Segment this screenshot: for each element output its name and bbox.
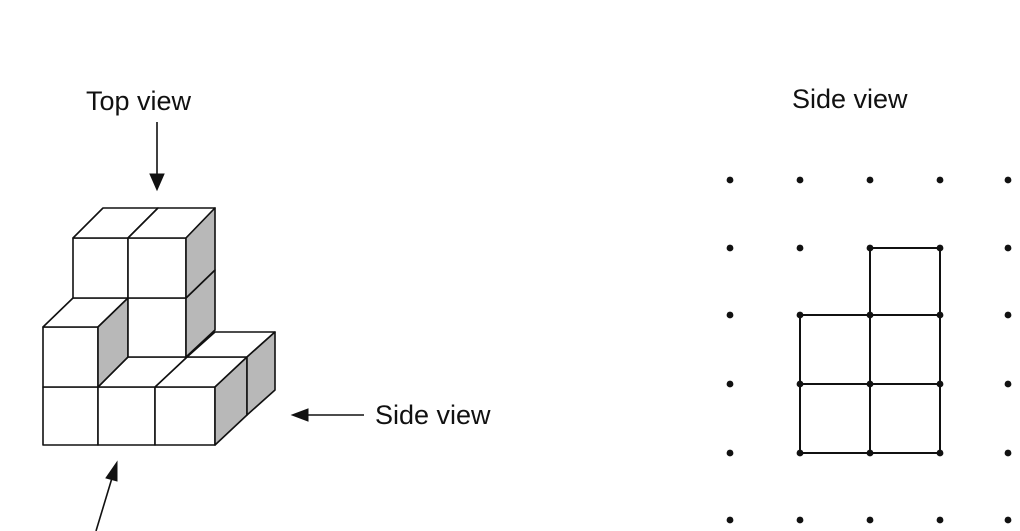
grid-dot	[796, 449, 804, 457]
grid-dot	[796, 311, 804, 319]
cube-front-face	[72, 237, 129, 299]
grid-dot	[1004, 516, 1012, 524]
cube-front-face	[42, 386, 99, 446]
grid-dot	[796, 380, 804, 388]
grid-dot	[866, 380, 874, 388]
grid-dot	[1004, 311, 1012, 319]
grid-dot	[866, 449, 874, 457]
bottom-row-front-faces	[42, 386, 216, 446]
top-view-arrow	[149, 122, 165, 192]
grid-dot	[936, 176, 944, 184]
grid-dot	[866, 516, 874, 524]
grid-dot	[726, 449, 734, 457]
cube-side-face-shaded	[246, 331, 276, 416]
grid-dot	[726, 516, 734, 524]
grid-dot	[866, 244, 874, 252]
bottom-row-right-part	[97, 331, 276, 446]
grid-dot	[1004, 176, 1012, 184]
cube-front-face	[42, 326, 99, 388]
grid-dot	[936, 244, 944, 252]
grid-dot	[866, 176, 874, 184]
grid-dot	[866, 311, 874, 319]
grid-dot	[726, 244, 734, 252]
grid-dot	[1004, 244, 1012, 252]
grid-dot	[796, 244, 804, 252]
left-stacked-cube	[42, 297, 129, 388]
cube-front-face	[127, 237, 187, 299]
side-view-dot-grid	[726, 176, 1012, 524]
grid-dot	[936, 311, 944, 319]
top-row-cubes	[72, 207, 216, 299]
grid-dot	[936, 380, 944, 388]
grid-dot	[936, 516, 944, 524]
side-view-pointer-label: Side view	[375, 400, 491, 430]
grid-dot	[1004, 449, 1012, 457]
grid-dot	[1004, 380, 1012, 388]
grid-dot	[726, 311, 734, 319]
side-view-arrow	[290, 408, 364, 422]
grid-dot	[936, 449, 944, 457]
front-view-arrow	[95, 460, 118, 531]
cube-front-face	[127, 297, 187, 358]
cube-model	[42, 207, 276, 446]
cube-front-face	[154, 386, 216, 446]
grid-dot	[726, 176, 734, 184]
grid-dot	[796, 516, 804, 524]
grid-dot	[726, 380, 734, 388]
top-view-label: Top view	[86, 86, 192, 116]
cube-front-face	[97, 386, 156, 446]
side-view-title: Side view	[792, 84, 908, 114]
grid-dots	[726, 176, 1012, 524]
grid-dot	[796, 176, 804, 184]
cube-side-face-shaded	[185, 207, 216, 299]
